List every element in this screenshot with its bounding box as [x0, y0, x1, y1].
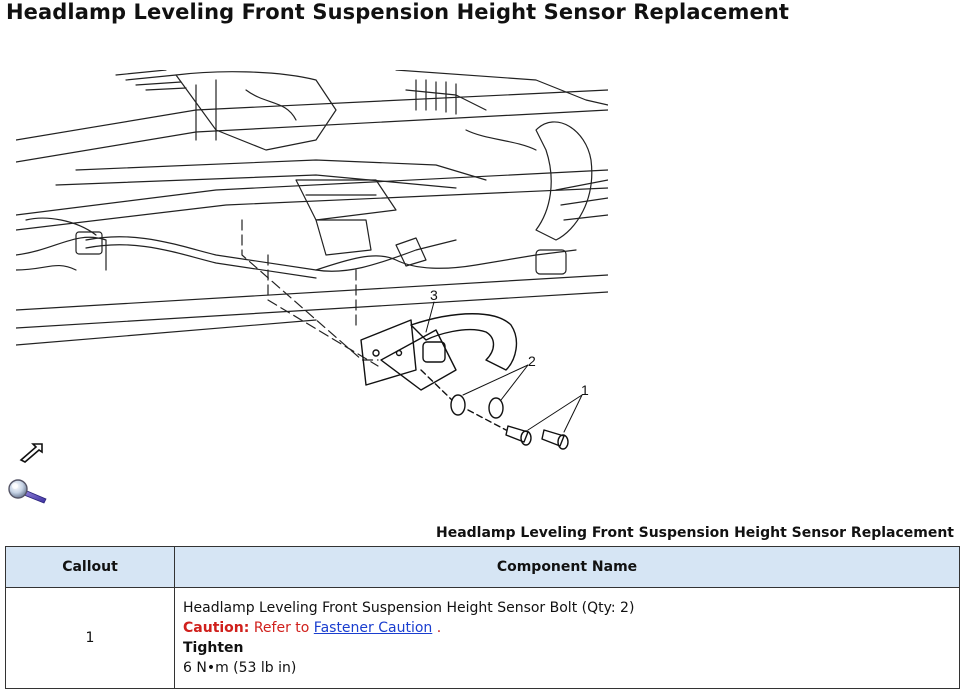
washers [420, 369, 504, 419]
fastener-caution-link[interactable]: Fastener Caution [313, 620, 433, 636]
callout-table: Callout Component Name 1 Headlamp Leveli… [5, 546, 960, 689]
caution-text: Refer to [253, 620, 310, 636]
frame-rails [16, 89, 608, 346]
wiring-harness [75, 219, 577, 279]
table-row: 1 Headlamp Leveling Front Suspension Hei… [5, 587, 960, 689]
callout-labels: 3 2 1 [430, 287, 589, 398]
caution-label: Caution: [183, 620, 250, 636]
callout-leaders [425, 301, 583, 433]
alignment-lines [241, 219, 379, 367]
component-description: Headlamp Leveling Front Suspension Heigh… [174, 587, 960, 689]
callout-number: 1 [5, 587, 175, 689]
tighten-label: Tighten [183, 640, 244, 656]
callout-label-2: 2 [528, 353, 536, 369]
table-header-row: Callout Component Name [5, 546, 960, 588]
header-callout: Callout [5, 546, 175, 588]
header-component-name: Component Name [174, 546, 960, 588]
table-caption: Headlamp Leveling Front Suspension Heigh… [435, 525, 954, 541]
caution-line: Caution: Refer to Fastener Caution . [183, 618, 951, 638]
callout-label-3: 3 [430, 287, 438, 303]
callout-label-1: 1 [581, 382, 589, 398]
caution-end: . [436, 620, 442, 636]
front-direction-arrow-icon [18, 441, 44, 463]
bolts [467, 409, 569, 450]
height-sensor [360, 313, 518, 391]
upper-suspension [25, 70, 608, 241]
harness-connector [75, 231, 103, 255]
torque-value: 6 N•m (53 lb in) [183, 660, 297, 676]
page-title: Headlamp Leveling Front Suspension Heigh… [6, 0, 790, 24]
magnifier-icon[interactable] [6, 478, 50, 506]
component-name: Headlamp Leveling Front Suspension Heigh… [183, 600, 635, 616]
sensor-illustration: 3 2 1 [16, 70, 608, 460]
